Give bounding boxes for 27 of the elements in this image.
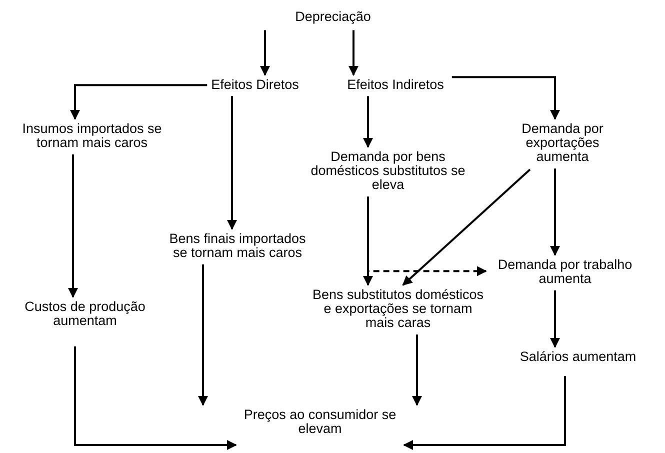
arrow [70, 84, 208, 120]
arrow [227, 96, 237, 230]
node-label: Bens substitutos domésticos e exportações se tornam mais caras [311, 288, 485, 331]
node-label: Insumos importados se tornam mais caros [21, 122, 163, 150]
arrow [367, 196, 487, 276]
node-label: Demanda por bens domésticos substitutos se eleva [310, 150, 466, 193]
node-label: Efeitos Diretos [211, 78, 299, 92]
node-label: Depreciação [295, 10, 371, 24]
arrow [452, 76, 560, 120]
arrow [260, 30, 270, 76]
arrow [412, 334, 422, 406]
arrow [363, 96, 373, 148]
node-label: Salários aumentam [520, 350, 636, 364]
node-label: Demanda por exportações aumenta [520, 122, 604, 165]
arrow [348, 30, 358, 76]
node-label: Custos de produção aumentam [24, 300, 146, 328]
node-label: Demanda por trabalho aumenta [496, 258, 634, 286]
arrow [550, 290, 560, 348]
arrow [550, 168, 560, 256]
arrow [68, 154, 78, 298]
node-label: Preços ao consumidor se elevam [242, 408, 398, 436]
arrow [198, 264, 208, 406]
node-label: Bens finais importados se tornam mais caros [168, 232, 307, 260]
arrow [403, 376, 566, 450]
node-label: Efeitos Indiretos [347, 78, 444, 92]
arrow [402, 168, 531, 286]
arrow [74, 346, 237, 450]
